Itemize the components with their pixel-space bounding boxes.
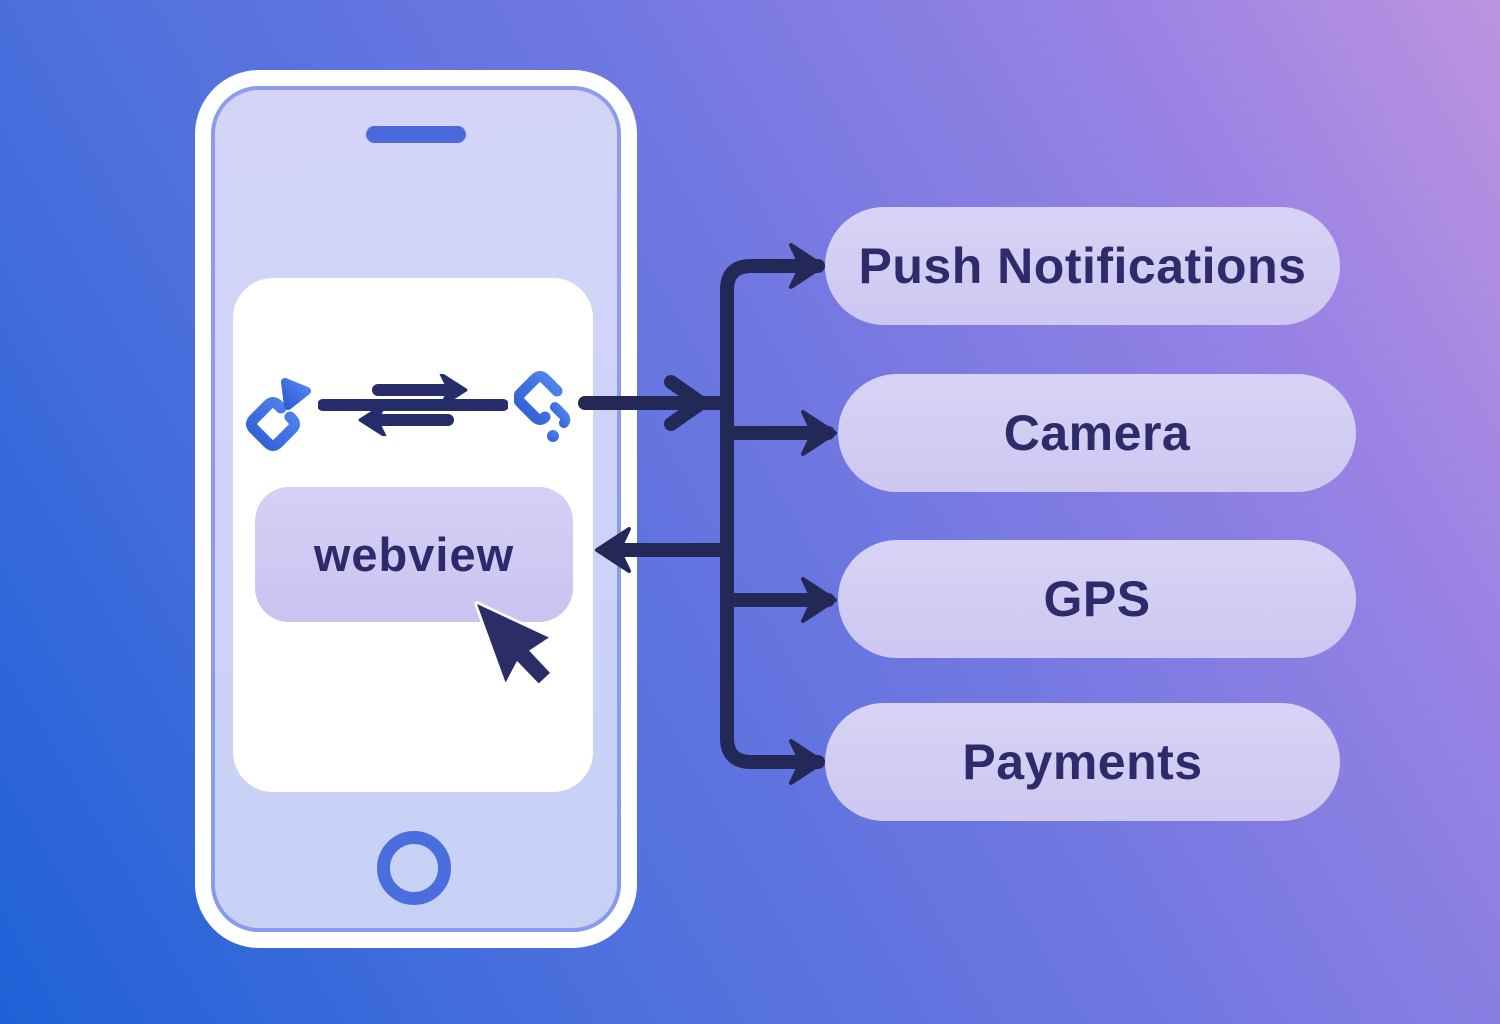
webview-box: webview (255, 487, 573, 622)
arrowhead-payments (789, 739, 825, 785)
capability-pill-gps: GPS (838, 540, 1356, 658)
trunk-line (720, 259, 825, 769)
home-button-ring-icon (377, 831, 451, 905)
phone-body: webview (211, 86, 621, 932)
pill-label: Camera (1003, 405, 1191, 461)
broken-link-icon (514, 371, 571, 442)
capability-pill-push-notifications: Push Notifications (825, 207, 1340, 325)
capability-pill-camera: Camera (838, 374, 1356, 492)
arrow-webview-out-chevron (664, 375, 708, 431)
phone-screen: webview (233, 278, 593, 792)
capability-pill-payments: Payments (825, 703, 1340, 821)
pill-label: GPS (1043, 571, 1151, 627)
arrowhead-camera (801, 410, 837, 456)
arrowhead-push (789, 243, 825, 289)
webview-label: webview (313, 528, 515, 581)
link-icon (246, 378, 311, 451)
speaker-slot-icon (366, 126, 466, 143)
phone-frame: webview (195, 70, 637, 948)
pill-label: Push Notifications (858, 238, 1307, 294)
arrowhead-gps (801, 577, 837, 623)
pill-label: Payments (962, 734, 1203, 790)
transfer-arrows-icon (318, 374, 508, 436)
